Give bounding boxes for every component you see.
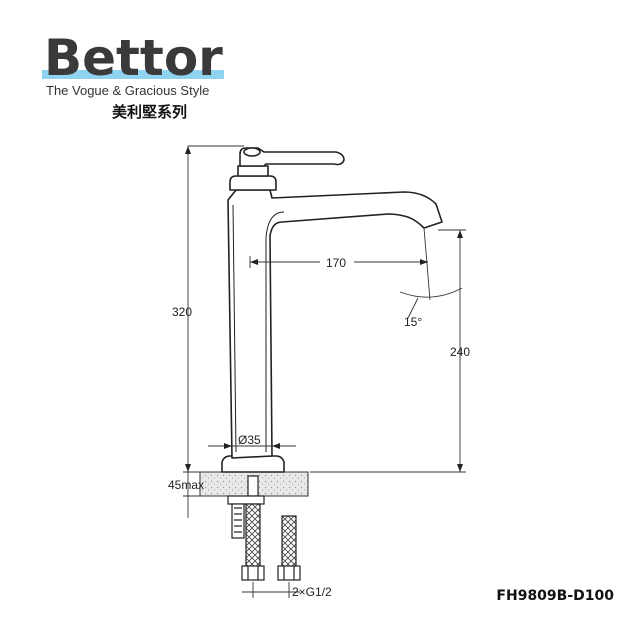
brand-name: Bettor: [44, 29, 223, 87]
brand-underline-bar: [42, 70, 224, 79]
brand-logo: Bettor The Vogue & Gracious Style 美利堅系列: [40, 30, 240, 130]
brand-tagline: The Vogue & Gracious Style: [46, 83, 210, 98]
dim-spout-angle: 15°: [404, 315, 422, 329]
supply-hose-left: [241, 503, 265, 581]
dim-connection: 2×G1/2: [292, 585, 332, 599]
dim-deck-thickness: 45max: [168, 478, 204, 492]
dim-spout-reach: 170: [326, 256, 346, 270]
mounting-hardware: [227, 475, 265, 539]
dim-total-height: 320: [172, 305, 192, 319]
supply-hose-right: [277, 515, 301, 581]
faucet-body: [221, 147, 443, 473]
dimension-arrows: [185, 146, 463, 472]
dim-base-diameter: Ø35: [238, 433, 261, 447]
dimension-lines: [183, 145, 466, 598]
brand-series-name: 美利堅系列: [112, 103, 188, 121]
dim-spout-height: 240: [450, 345, 470, 359]
model-number: FH9809B-D100: [496, 588, 614, 604]
